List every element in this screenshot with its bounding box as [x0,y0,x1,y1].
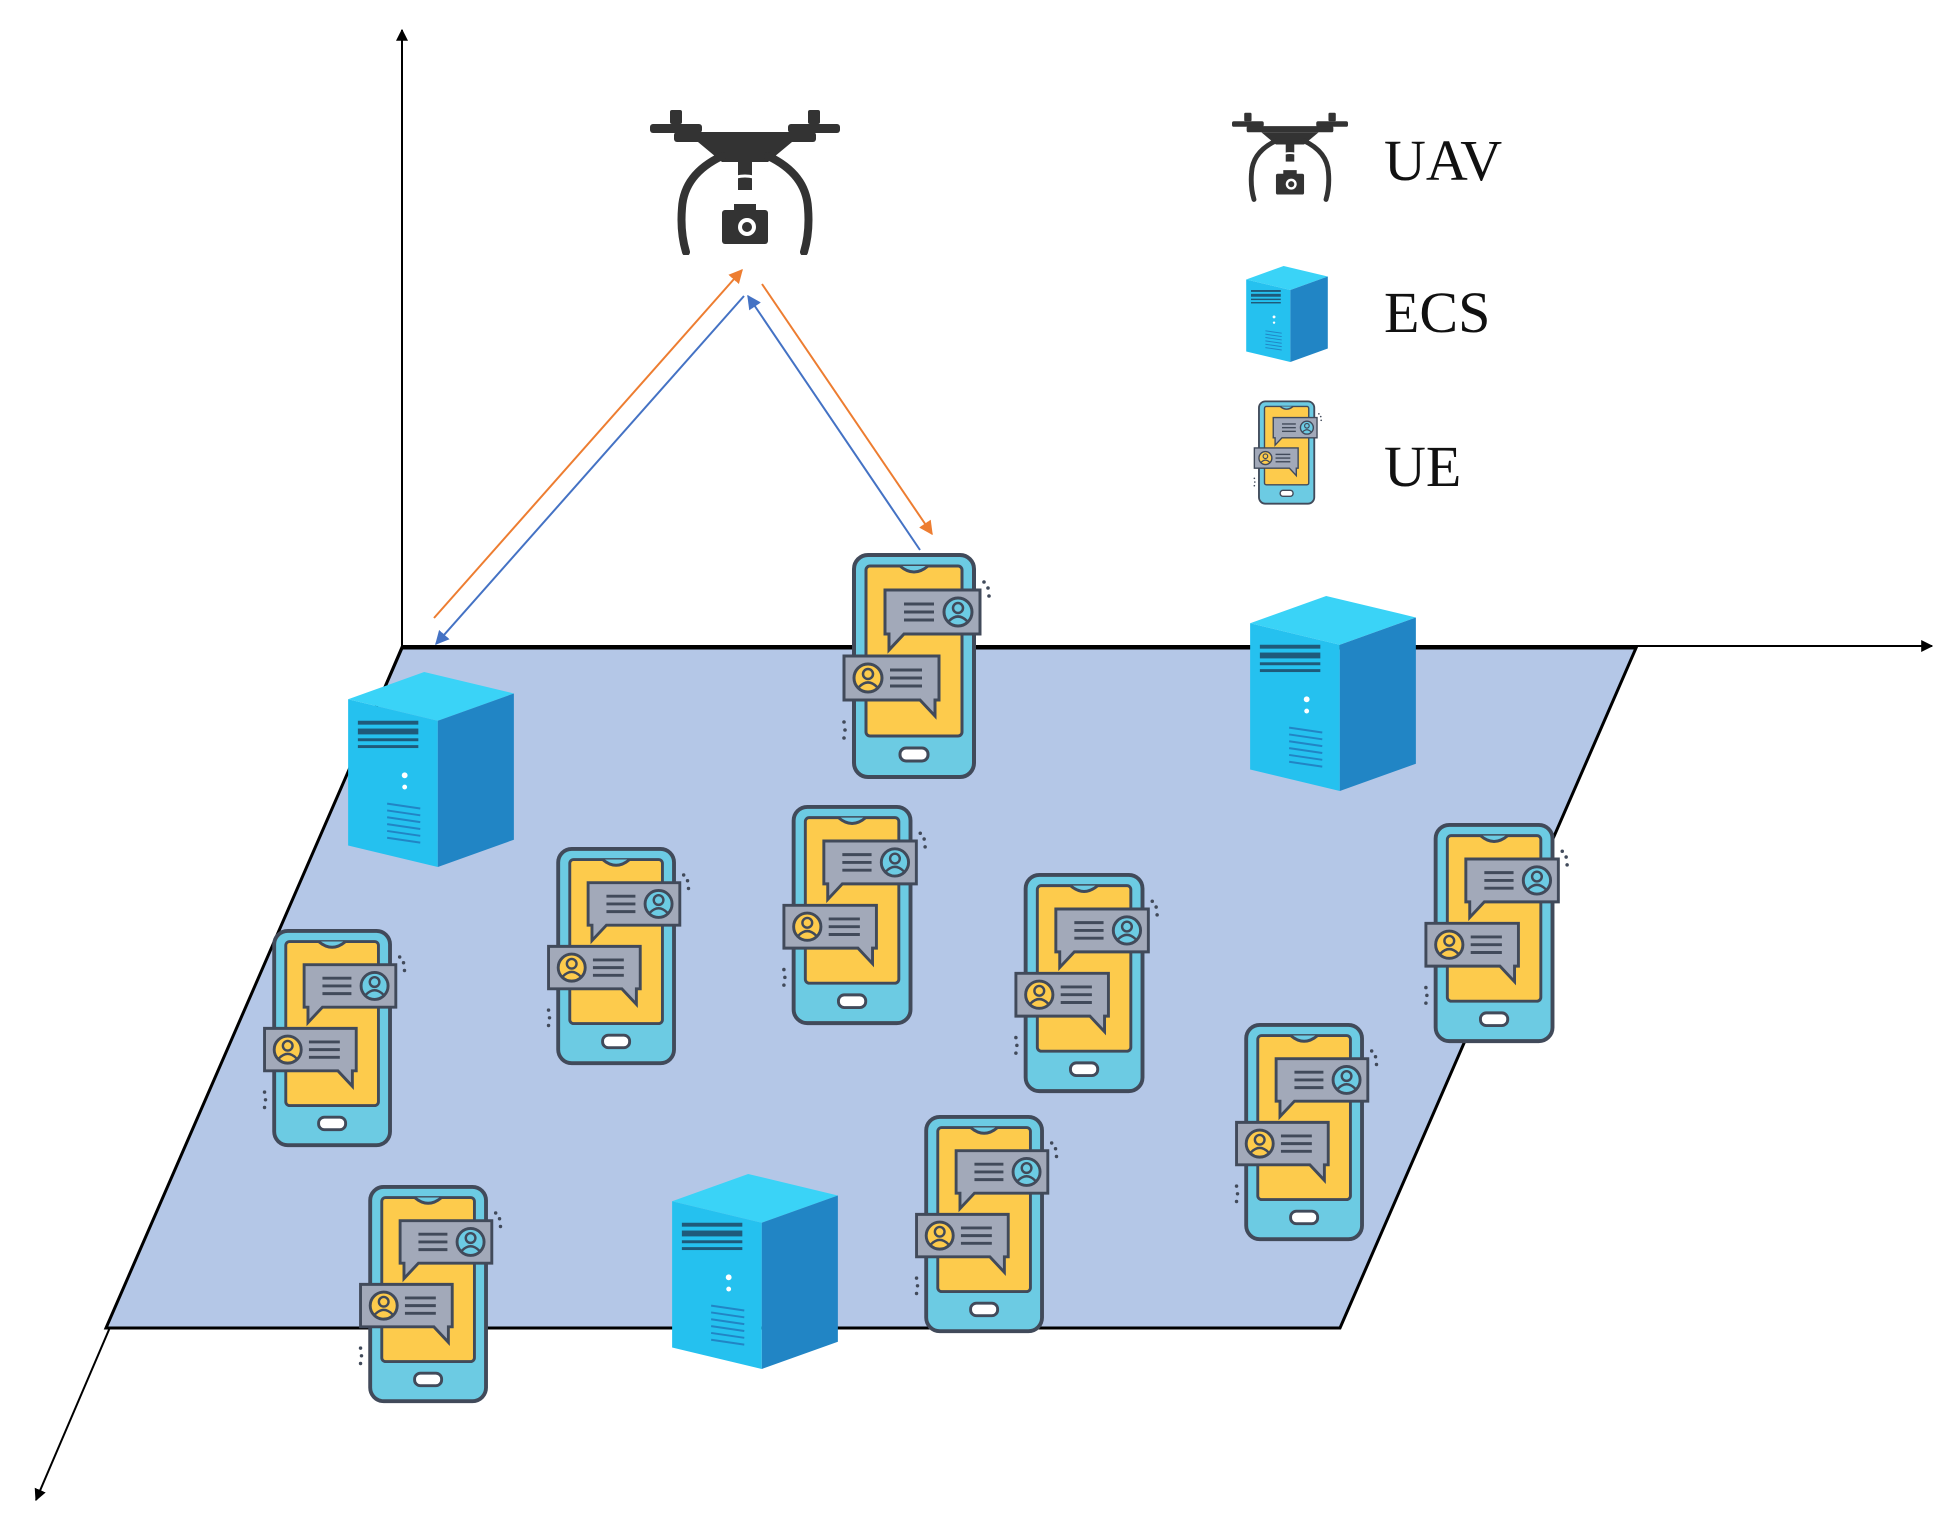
downlink-arrow-right [761,283,933,536]
smartphone-icon [780,804,929,1026]
server-icon [671,1174,839,1369]
server-icon [1246,266,1328,362]
legend-item-uav: UAV [1232,113,1502,200]
communication-links [433,268,933,646]
uplink-arrow-left [435,295,745,646]
legend-label-uav: UAV [1384,128,1502,193]
server-icon [347,672,515,867]
server-icon [1249,596,1417,791]
legend-label-ecs: ECS [1384,280,1490,345]
downlink-arrow-left [433,268,743,619]
smartphone-icon [544,846,693,1066]
drone-icon [1232,113,1348,200]
smartphone-icon [356,1184,505,1404]
legend-item-ecs: ECS [1246,266,1490,362]
smartphone-icon [1232,1022,1381,1242]
smartphone-icon [1012,872,1161,1094]
uav-drone-icon [650,110,840,252]
smartphone-icon [1252,400,1323,505]
legend-label-ue: UE [1384,434,1461,499]
smartphone-icon [912,1114,1061,1334]
smartphone-icon [260,928,409,1148]
smartphone-icon [1422,822,1571,1044]
legend-item-ue: UE [1252,400,1461,505]
uplink-arrow-right [747,294,921,551]
legend: UAV ECS UE [1232,113,1502,505]
smartphone-icon [842,553,992,779]
